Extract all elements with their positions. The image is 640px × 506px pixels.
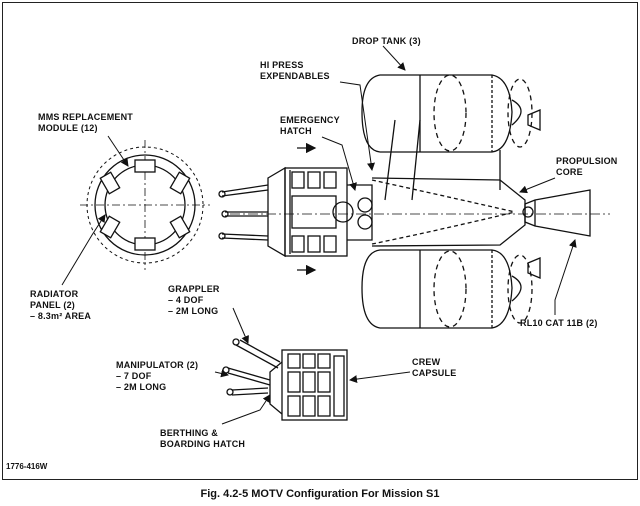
manipulator-label: MANIPULATOR (2)– 7 DOF– 2M LONG (116, 360, 199, 392)
drop-tank-label: DROP TANK (3) (352, 36, 421, 46)
grappler-label: GRAPPLER– 4 DOF– 2M LONG (168, 284, 220, 316)
figure-frame (2, 2, 638, 480)
figure-caption: Fig. 4.2-5 MOTV Configuration For Missio… (200, 488, 440, 500)
capsule-view (222, 338, 348, 421)
rl10-label: RL10 CAT 11B (2) (520, 318, 598, 328)
berthing-label: BERTHING &BOARDING HATCH (160, 428, 246, 449)
figure-id: 1776-416W (6, 462, 48, 471)
side-view (218, 74, 610, 329)
end-view (80, 140, 210, 270)
leader-lines (61, 45, 577, 425)
